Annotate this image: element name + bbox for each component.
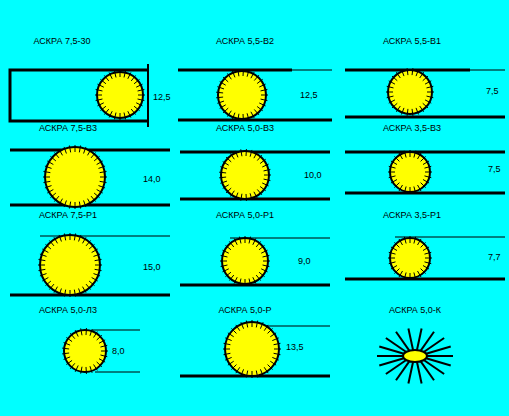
cable-title: АСКРА 3,5-Р1 (383, 210, 441, 221)
dimension-label: 13,5 (286, 342, 304, 353)
dimension-label: 12,5 (300, 90, 318, 101)
dimension-label: 14,0 (143, 174, 161, 185)
dimension-label: 10,0 (304, 170, 322, 181)
cable-title: АСКРА 5,0-Р (219, 305, 272, 316)
dimension-label: 7,5 (486, 86, 499, 97)
dimension-label: 7,5 (488, 164, 501, 175)
cable-title: АСКРА 7,5-Р1 (39, 210, 97, 221)
cable-title: АСКРА 7,5-В3 (39, 123, 97, 134)
cable-title: АСКРА 5,5-В2 (216, 36, 274, 47)
cable-title: АСКРА 5,0-Р1 (216, 210, 274, 221)
cable-title: АСКРА 3,5-В3 (383, 123, 441, 134)
cable-title: АСКРА 5,0-Л3 (39, 305, 97, 316)
cable-title: АСКРА 5,5-В1 (383, 36, 441, 47)
cable-title: АСКРА 7,5-30 (34, 36, 91, 47)
dimension-label: 12,5 (153, 92, 171, 103)
dimension-label: 7,7 (488, 252, 501, 263)
dimension-label: 9,0 (298, 256, 311, 267)
dimension-label: 15,0 (143, 262, 161, 273)
cable-title: АСКРА 5,0-К (389, 305, 441, 316)
dimension-label: 8,0 (112, 346, 125, 357)
cable-title: АСКРА 5,0-В3 (216, 123, 274, 134)
